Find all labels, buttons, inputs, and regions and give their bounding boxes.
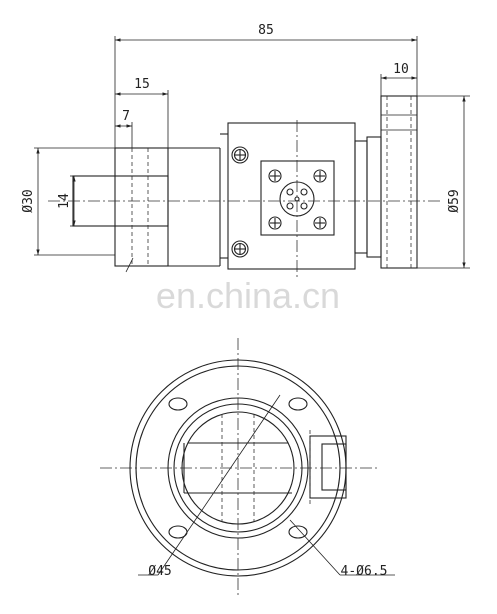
dim-59-label: Ø59 xyxy=(447,189,462,212)
shaft-keyway xyxy=(183,414,292,522)
leader-bore xyxy=(157,394,281,576)
flange-inner-edge xyxy=(135,365,341,571)
dim-30-label: Ø30 xyxy=(21,189,36,212)
screw-icon xyxy=(268,169,282,183)
dim-10-label: 10 xyxy=(393,62,409,77)
dim-shaft-flat: 14 xyxy=(57,175,76,227)
body-outer-circle xyxy=(167,397,309,539)
dim-shaft-diameter: Ø30 xyxy=(21,147,115,256)
shaft-section xyxy=(72,147,221,273)
dim-shaft-length: 15 xyxy=(115,77,169,148)
dim-45-label: Ø45 xyxy=(148,564,171,579)
front-view: Ø45 4-Ø6.5 xyxy=(100,338,395,598)
dim-14-label: 14 xyxy=(57,193,72,209)
dim-flange-diameter: Ø59 xyxy=(417,95,470,269)
dim-keyway-width: 7 xyxy=(115,109,133,148)
dim-flange-thickness: 10 xyxy=(380,62,417,96)
screw-icon xyxy=(313,169,327,183)
screw-icon xyxy=(231,146,249,164)
dim-7-label: 7 xyxy=(122,109,130,124)
bore-circle xyxy=(173,403,303,533)
screw-icon xyxy=(231,240,249,258)
dim-85-label: 85 xyxy=(258,23,274,38)
flange-section xyxy=(354,95,418,269)
watermark: en.china.cn xyxy=(156,275,340,316)
connector-plate xyxy=(260,160,335,236)
dim-overall-length: 85 xyxy=(114,23,418,148)
side-view: 85 10 15 7 Ø30 xyxy=(21,23,470,280)
shaft-circle xyxy=(181,411,295,525)
screw-icon xyxy=(313,216,327,230)
mounting-holes xyxy=(168,397,308,539)
leader-holes xyxy=(289,519,341,576)
dim-15-label: 15 xyxy=(134,77,150,92)
connector-housing xyxy=(309,430,347,506)
screw-icon xyxy=(268,216,282,230)
dim-holes-label: 4-Ø6.5 xyxy=(341,564,388,579)
